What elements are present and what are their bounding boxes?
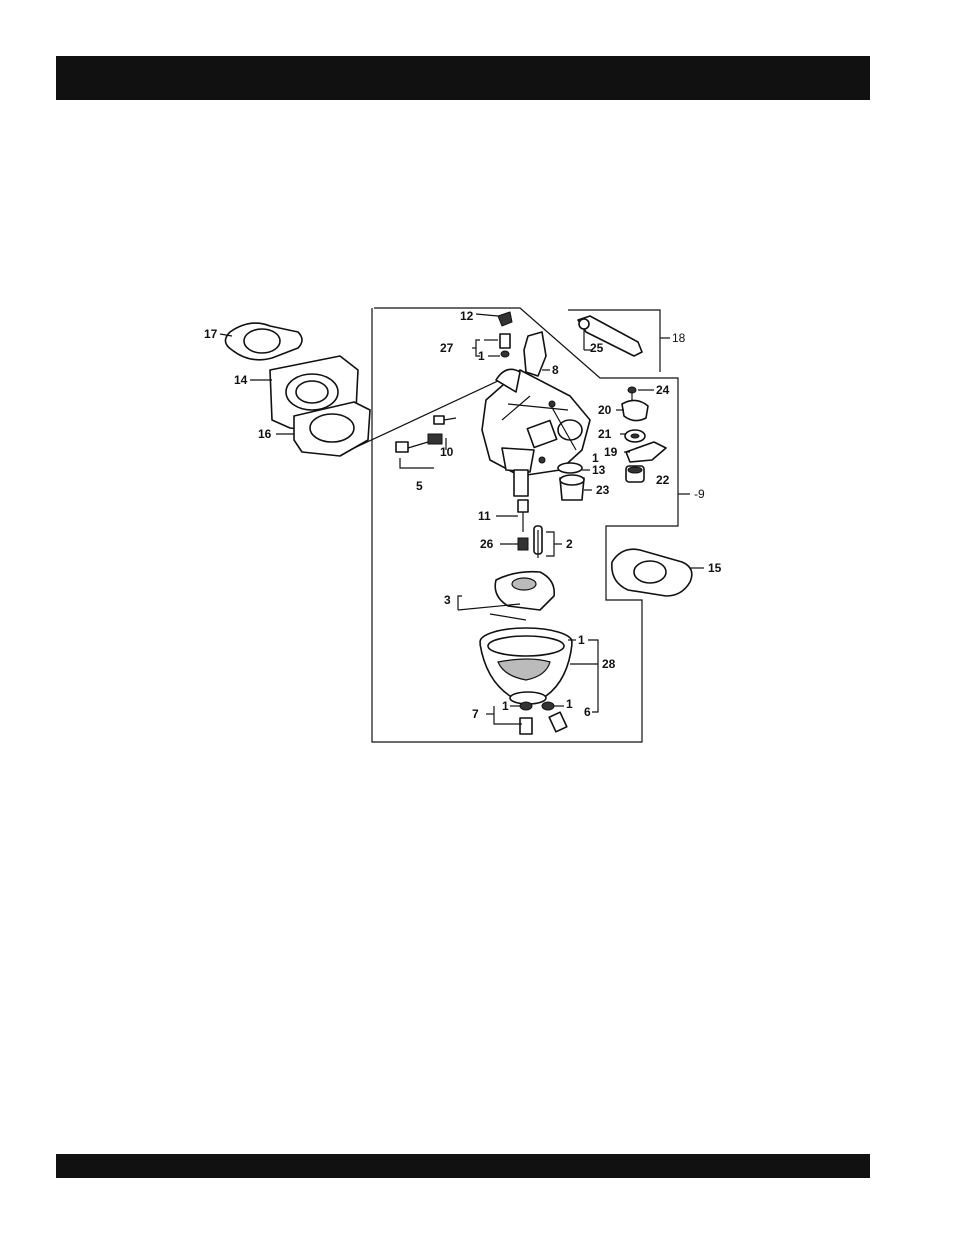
parts-19-24-stack [616,387,666,482]
footer-bar [56,1154,870,1178]
callout-3: 3 [444,593,451,607]
callout-11: 11 [478,509,491,523]
callout-26: 26 [480,537,494,551]
callout-7: 7 [472,707,479,721]
part-8-cap [524,332,550,376]
callout-19: 19 [604,445,618,459]
callout-16: 16 [258,427,272,441]
callout-21: 21 [598,427,612,441]
part-18-25-choke-lever [578,316,642,356]
callout-9: -9 [694,487,705,501]
part-15-gasket [612,549,704,596]
parts-6-7-drain-bolts [486,702,567,734]
callout-27-qty: 1 [478,349,485,363]
callout-28: 28 [602,657,616,671]
callout-28-qty: 1 [578,633,585,647]
part-17-gasket [220,323,302,360]
callout-13: 13 [592,463,606,477]
callout-6-qty: 1 [566,697,573,711]
callout-18: 18 [672,331,686,345]
callout-20: 20 [598,403,612,417]
callout-15: 15 [708,561,722,575]
callout-5: 5 [416,479,423,493]
callout-24: 24 [656,383,670,397]
callout-7-qty: 1 [502,699,509,713]
callout-17: 17 [204,327,218,341]
parts-2-11-26 [496,500,562,558]
callout-25: 25 [590,341,604,355]
parts-13-23 [558,463,592,500]
callout-27: 27 [440,341,454,355]
callout-8: 8 [552,363,559,377]
callout-6: 6 [584,705,591,719]
callout-23: 23 [596,483,610,497]
callout-12: 12 [460,309,474,323]
callout-22: 22 [656,473,670,487]
part-3-float [458,572,554,620]
callout-2: 2 [566,537,573,551]
callout-10: 10 [440,445,454,459]
header-bar [56,56,870,100]
callout-14: 14 [234,373,248,387]
carburetor-exploded-diagram: 17 14 16 12 27 1 8 18 25 24 20 21 19 22 … [190,300,750,750]
